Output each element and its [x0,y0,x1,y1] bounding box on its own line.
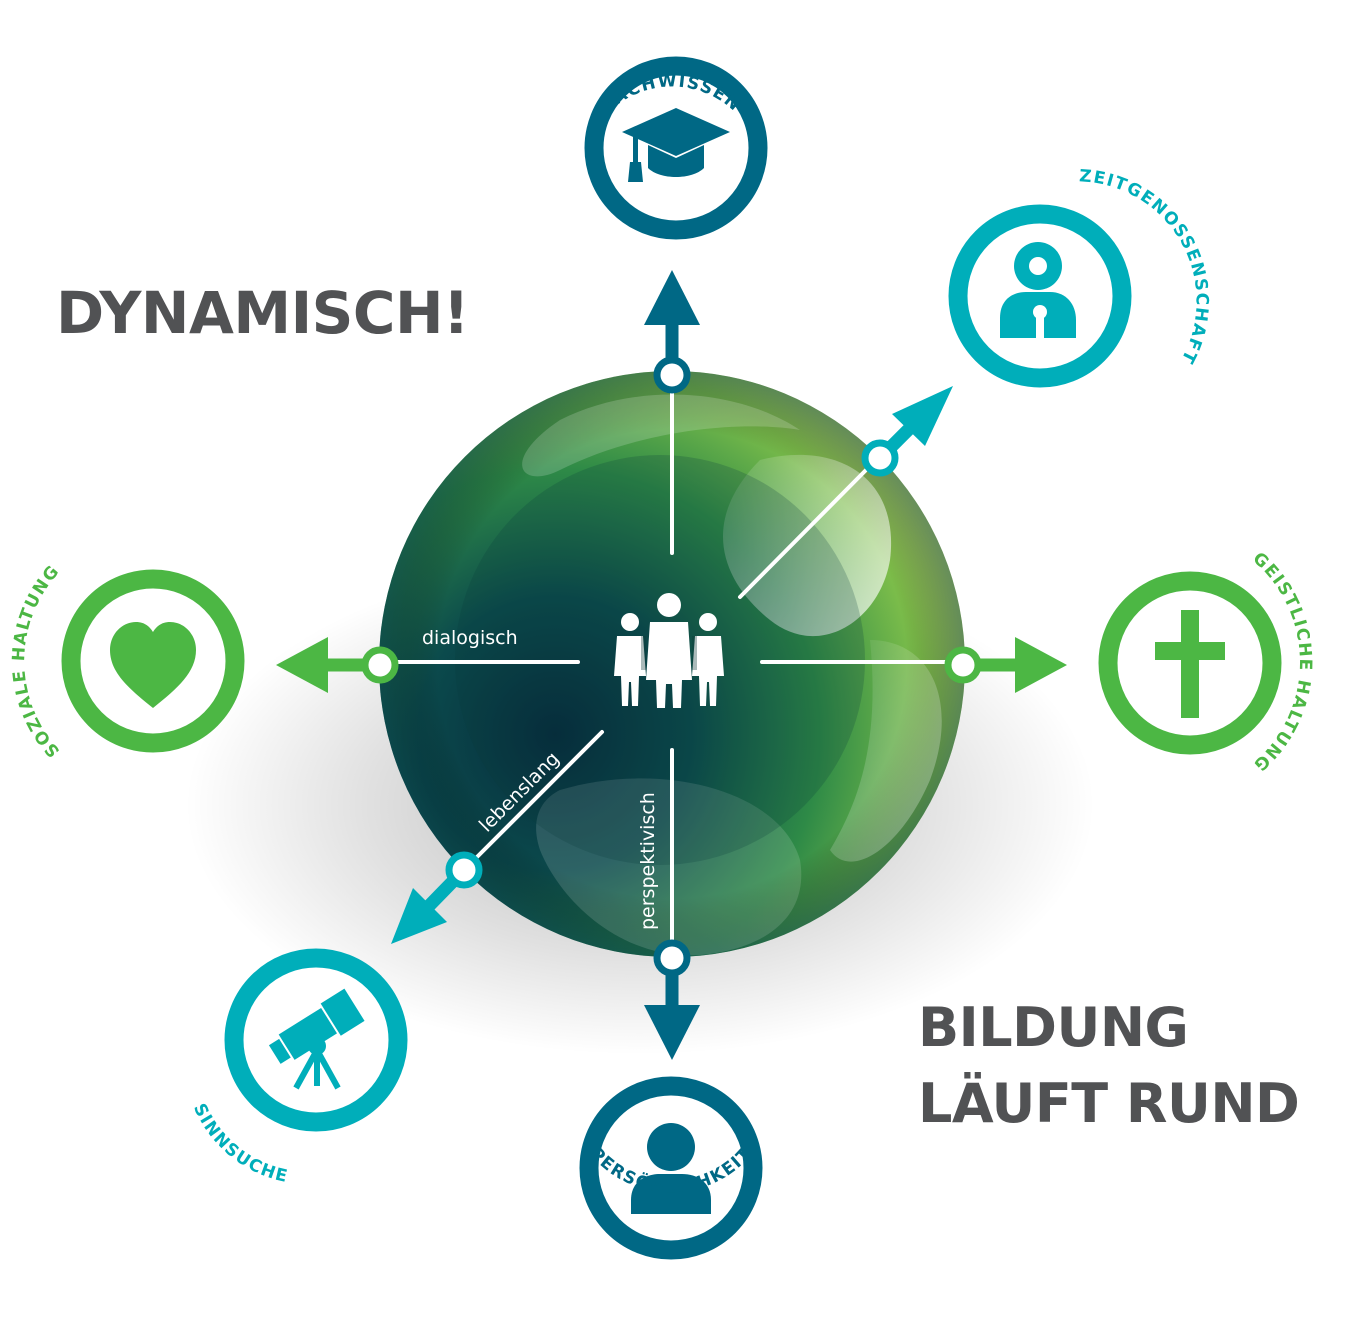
person-icon [631,1123,711,1214]
graduation-cap-icon [622,108,730,182]
node-sinnsuche: SINNSUCHE [189,948,408,1187]
headline-line-1: BILDUNG [918,996,1189,1059]
cross-icon [1155,610,1225,718]
axis-label-dialogisch: dialogisch [422,627,518,649]
node-soziale-haltung: SOZIALE HALTUNG [9,561,245,761]
axis-lines [394,390,950,944]
headline-dynamisch: DYNAMISCH! [56,279,469,347]
puzzle-person-icon [1000,242,1076,338]
headline-line-2: LÄUFT RUND [918,1072,1300,1135]
headline-bildung-laeuft-rund: BILDUNG LÄUFT RUND [918,990,1300,1142]
node-persoenlichkeit: PERSÖNLICHKEIT [579,1076,763,1260]
heart-icon [110,622,196,708]
arrow-zeitgenossenschaft [861,386,953,477]
label-soziale-haltung: SOZIALE HALTUNG [9,561,63,761]
axis-label-perspektivisch: perspektivisch [637,792,659,930]
arrow-sinnsuche [391,851,483,944]
arrow-persoenlichkeit [644,939,700,1060]
family-icon [614,593,724,708]
arrow-geistliche-haltung [944,637,1067,693]
arrow-soziale-haltung [276,637,399,693]
node-geistliche-haltung: GEISTLICHE HALTUNG [1098,549,1314,775]
arrow-fachwissen [644,270,700,394]
svg-text:SOZIALE HALTUNG: SOZIALE HALTUNG [9,561,64,761]
node-zeitgenossenschaft: ZEITGENOSSENSCHAFT [948,166,1210,388]
node-fachwissen: FACHWISSEN [584,56,768,240]
telescope-icon [268,988,365,1090]
